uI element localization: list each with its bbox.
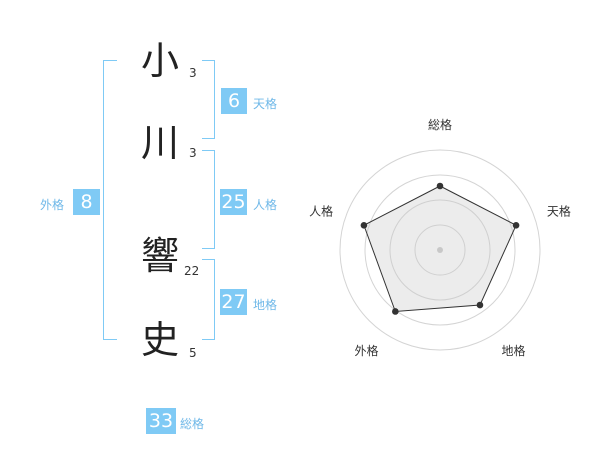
- stroke-count-3: 22: [184, 264, 200, 278]
- stroke-count-2: 3: [189, 146, 197, 160]
- gaikaku-bracket: [103, 60, 117, 340]
- tenkaku-bracket: [202, 60, 215, 139]
- radar-ring: [364, 174, 516, 326]
- radar-axis-label: 天格: [547, 203, 571, 218]
- tenkaku-value: 6: [221, 88, 247, 114]
- name-char-2: 川: [140, 121, 179, 165]
- name-char-1: 小: [140, 39, 179, 83]
- jinkaku-label: 人格: [253, 198, 278, 212]
- radar-point: [476, 301, 484, 309]
- radar-point: [392, 308, 399, 315]
- radar-axis-label: 総格: [428, 117, 452, 132]
- radar-ring: [414, 224, 466, 276]
- name-char-4: 史: [140, 318, 179, 362]
- name-char-3: 響: [140, 234, 179, 278]
- tenkaku-label: 天格: [253, 97, 278, 111]
- jinkaku-value: 25: [220, 189, 247, 215]
- radar-center: [437, 247, 443, 253]
- soukaku-value: 33: [146, 408, 176, 434]
- jinkaku-bracket: [202, 150, 215, 249]
- stroke-count-1: 3: [189, 66, 197, 80]
- radar-ring: [389, 199, 491, 301]
- radar-point: [436, 182, 444, 190]
- gaikaku-value: 8: [73, 189, 100, 215]
- radar-axis-label: 人格: [309, 203, 333, 218]
- gaikaku-label: 外格: [40, 198, 65, 212]
- radar-axis-label: 外格: [355, 343, 379, 358]
- chikaku-label: 地格: [253, 298, 278, 312]
- chikaku-value: 27: [220, 289, 247, 315]
- chikaku-bracket: [202, 259, 215, 340]
- radar-axis-label: 地格: [501, 343, 525, 358]
- radar-point: [512, 221, 520, 229]
- stroke-count-4: 5: [189, 346, 197, 360]
- soukaku-label: 総格: [180, 417, 205, 431]
- radar-point: [360, 221, 368, 229]
